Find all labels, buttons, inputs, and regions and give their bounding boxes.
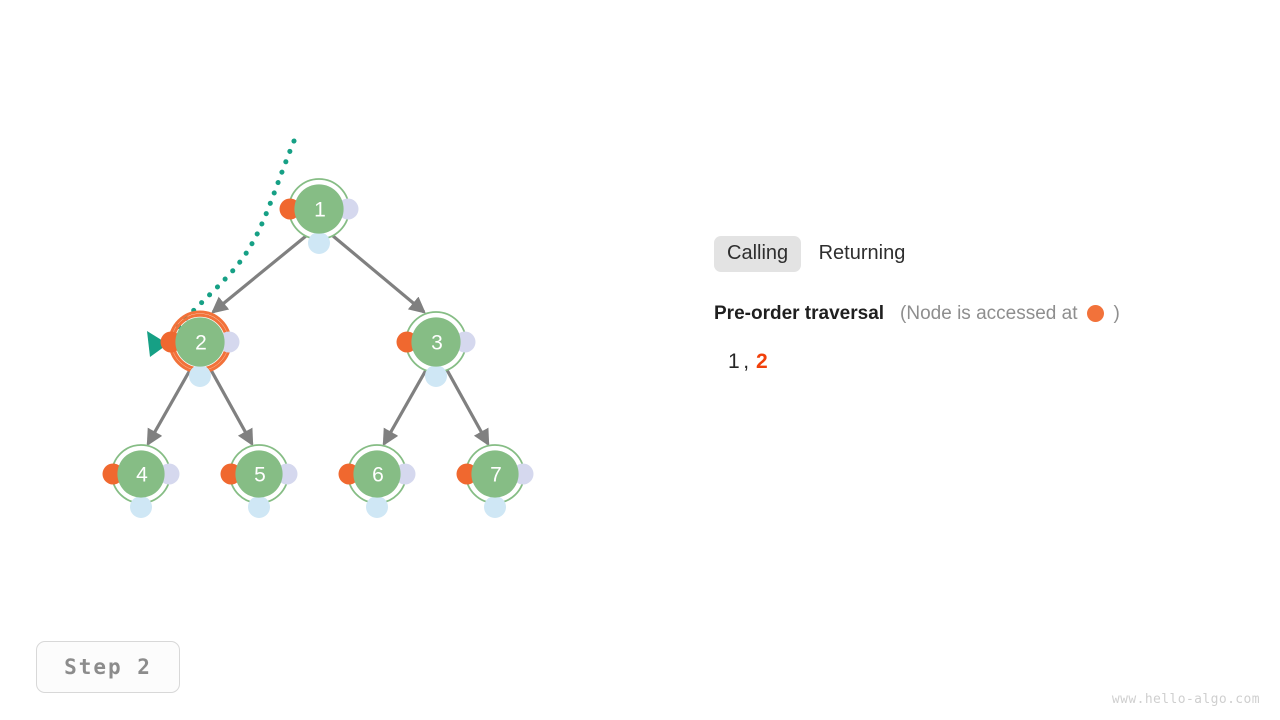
node-disc: [175, 317, 225, 367]
node-label: 7: [490, 464, 502, 487]
tree-edges: [146, 234, 490, 447]
recursion-path-arrowhead: [147, 331, 168, 357]
tree-node-7[interactable]: 7: [456, 444, 534, 518]
node-bottom-dot: [189, 365, 211, 387]
sequence-item: 1: [728, 350, 741, 373]
node-label: 1: [314, 199, 326, 222]
watermark: www.hello-algo.com: [1111, 692, 1260, 707]
node-label: 4: [136, 464, 148, 487]
tree-node-6[interactable]: 6: [338, 444, 416, 518]
node-label: 6: [372, 464, 384, 487]
tree-node-5[interactable]: 5: [220, 444, 298, 518]
tree-nodes: 1 2 3 4 5 6 7: [102, 178, 534, 518]
traversal-note-close: ): [1113, 303, 1120, 324]
recursion-path: [147, 138, 297, 357]
node-bottom-dot: [248, 496, 270, 518]
edge-3-6: [382, 369, 428, 447]
node-bottom-dot: [484, 496, 506, 518]
node-disc: [411, 317, 461, 367]
state-returning[interactable]: Returning: [818, 242, 906, 264]
node-label: 3: [431, 332, 443, 355]
traversal-title: Pre-order traversal: [714, 303, 885, 324]
node-bottom-dot: [425, 365, 447, 387]
tree-node-4[interactable]: 4: [102, 444, 180, 518]
state-legend: Calling Returning: [714, 232, 1254, 272]
tree-node-3[interactable]: 3: [396, 311, 476, 387]
traversal-sequence: 1,2: [728, 351, 1254, 372]
node-bottom-dot: [366, 496, 388, 518]
traversal-note-open: (Node is accessed at: [900, 303, 1078, 324]
node-disc: [117, 450, 165, 498]
sequence-separator: ,: [743, 350, 750, 373]
node-disc: [353, 450, 401, 498]
node-bottom-dot: [130, 496, 152, 518]
info-panel: Calling Returning Pre-order traversal (N…: [714, 232, 1254, 372]
edge-3-7: [445, 369, 490, 447]
step-badge: Step 2: [36, 641, 180, 693]
node-disc: [471, 450, 519, 498]
edge-1-2: [211, 234, 308, 314]
recursion-path-line: [164, 138, 297, 347]
node-disc: [235, 450, 283, 498]
edge-1-3: [331, 234, 426, 314]
state-calling[interactable]: Calling: [714, 236, 802, 272]
node-label: 2: [195, 332, 207, 355]
edge-2-4: [146, 369, 192, 447]
tree-node-1[interactable]: 1: [279, 178, 359, 254]
node-disc: [294, 184, 344, 234]
edge-2-5: [209, 369, 254, 447]
sequence-item: 2: [756, 350, 769, 373]
tree-node-2[interactable]: 2: [160, 310, 240, 387]
traversal-header: Pre-order traversal (Node is accessed at…: [714, 304, 1254, 323]
orange-dot-icon: [1087, 305, 1105, 322]
node-label: 5: [254, 464, 266, 487]
binary-tree-diagram: 1 2 3 4 5 6 7: [102, 138, 534, 518]
node-bottom-dot: [308, 232, 330, 254]
